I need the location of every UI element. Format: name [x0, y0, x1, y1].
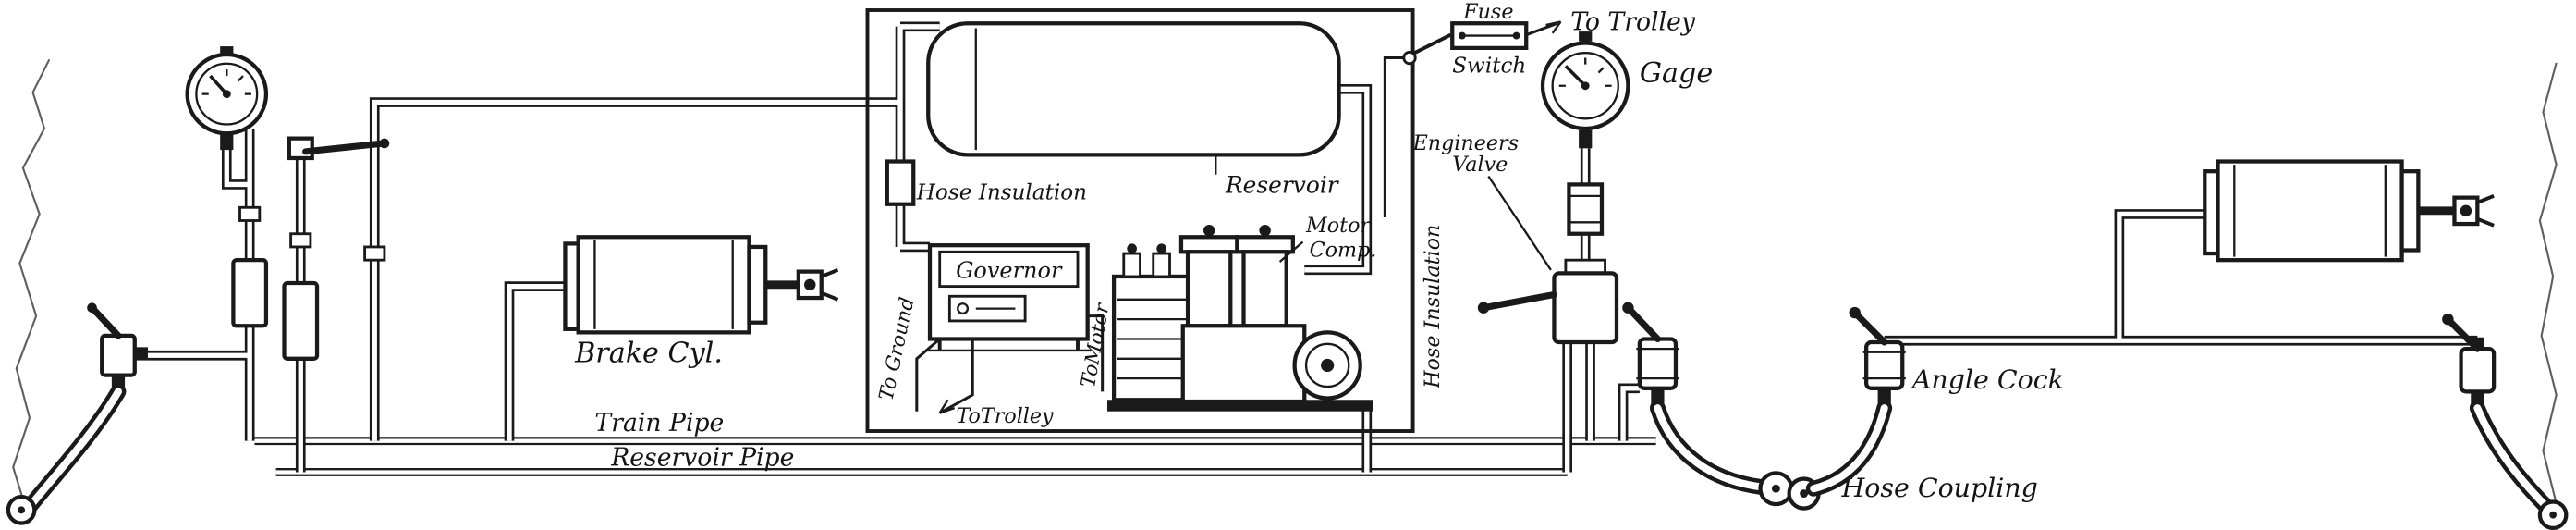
- ground-wire: [915, 338, 941, 412]
- gage-label: Gage: [1640, 57, 1713, 90]
- reservoir: Reservoir: [926, 21, 1341, 198]
- air-hose: [1649, 400, 1769, 495]
- valve-cluster-left: [231, 136, 390, 361]
- angle-cock-handle: [1624, 304, 1661, 343]
- pressure-gauge-left: [185, 46, 269, 151]
- motor-comp-label-line2: Comp.: [1310, 239, 1377, 263]
- governor: Governor To Ground ToTrolley ToMotor: [875, 243, 1115, 428]
- engineers-valve-label-line2: Valve: [1452, 153, 1508, 177]
- governor-label: Governor: [956, 258, 1063, 284]
- pressure-gauge-right: Gage: [1540, 31, 1713, 131]
- angle-cock-far-right: [2442, 313, 2569, 530]
- to-ground-label: To Ground: [875, 295, 920, 402]
- brake-cyl-label: Brake Cyl.: [574, 337, 723, 369]
- crankcase: [1180, 324, 1307, 404]
- engineers-valve-handle: [1480, 290, 1557, 312]
- brake-cylinder-right: [2203, 159, 2495, 263]
- engineers-valve-label-line1: Engineers: [1412, 131, 1519, 155]
- reservoir-label: Reservoir: [1225, 171, 1340, 198]
- trolley-wire: [938, 339, 974, 414]
- angle-cock-handle: [2444, 315, 2481, 352]
- angle-cock-left: [1622, 302, 1769, 495]
- torn-edge-left: [12, 58, 51, 511]
- motor-comp-label-line1: Motor: [1305, 214, 1371, 238]
- angle-cock-handle: [1851, 309, 1888, 346]
- switch-blade: [1413, 32, 1452, 55]
- motor-compressor: Motor Comp.: [1106, 214, 1377, 412]
- reservoir-tank: [926, 21, 1341, 157]
- angle-cock-right: Angle Cock: [1805, 306, 2064, 497]
- reservoir-pipe-label: Reservoir Pipe: [610, 443, 794, 472]
- fuse-label: Fuse: [1462, 0, 1513, 24]
- angle-cock-body: [1864, 339, 1905, 390]
- hose-insulation-top-label: Hose Insulation: [916, 180, 1087, 204]
- hose-fitting-far-left: [6, 302, 148, 525]
- hose-coupling-label: Hose Coupling: [1840, 473, 2037, 503]
- hose-insulator: [1567, 182, 1605, 236]
- brake-cylinder-left: Brake Cyl.: [563, 235, 839, 369]
- pipe-labels: Train Pipe Reservoir Pipe: [594, 409, 794, 472]
- fuse-switch-circuit: Fuse Switch To Trolley: [1383, 0, 1696, 217]
- angle-cock-label: Angle Cock: [1910, 364, 2064, 395]
- triple-valve-body: [231, 258, 269, 328]
- hose-insulation-side-label: Hose Insulation: [1421, 225, 1445, 389]
- engineers-valve: Engineers Valve Hose Insulation: [1412, 129, 1619, 389]
- train-pipe-label: Train Pipe: [594, 409, 724, 438]
- hose-coupling-center: Hose Coupling: [1758, 471, 2038, 511]
- torn-edge-right: [2538, 62, 2558, 504]
- compressor-cylinder: [1185, 250, 1233, 328]
- hose-insulation-union: Hose Insulation: [885, 159, 1087, 206]
- train-and-reservoir-pipes: [254, 437, 1656, 476]
- switch-label: Switch: [1452, 55, 1526, 79]
- equipment-enclosure: [865, 8, 1415, 433]
- switch-pivot: [1402, 50, 1417, 66]
- trolley-arrow: [1545, 20, 1562, 34]
- to-trolley-bottom-label: ToTrolley: [956, 404, 1054, 428]
- angle-cock-body: [1637, 337, 1679, 390]
- angle-cock-handle: [88, 304, 122, 339]
- valve-body: [282, 280, 320, 361]
- compressor-cylinder: [1241, 250, 1288, 328]
- motor-wire: [1087, 314, 1105, 392]
- engineers-valve-body: [1552, 271, 1619, 345]
- valve-handle: [302, 140, 388, 155]
- brake-cylinder-body: [2216, 159, 2404, 263]
- clevis: [2452, 195, 2480, 227]
- angle-cock-body: [2459, 347, 2497, 394]
- brake-cylinder-body: [576, 235, 751, 335]
- angle-cock-body: [100, 333, 137, 377]
